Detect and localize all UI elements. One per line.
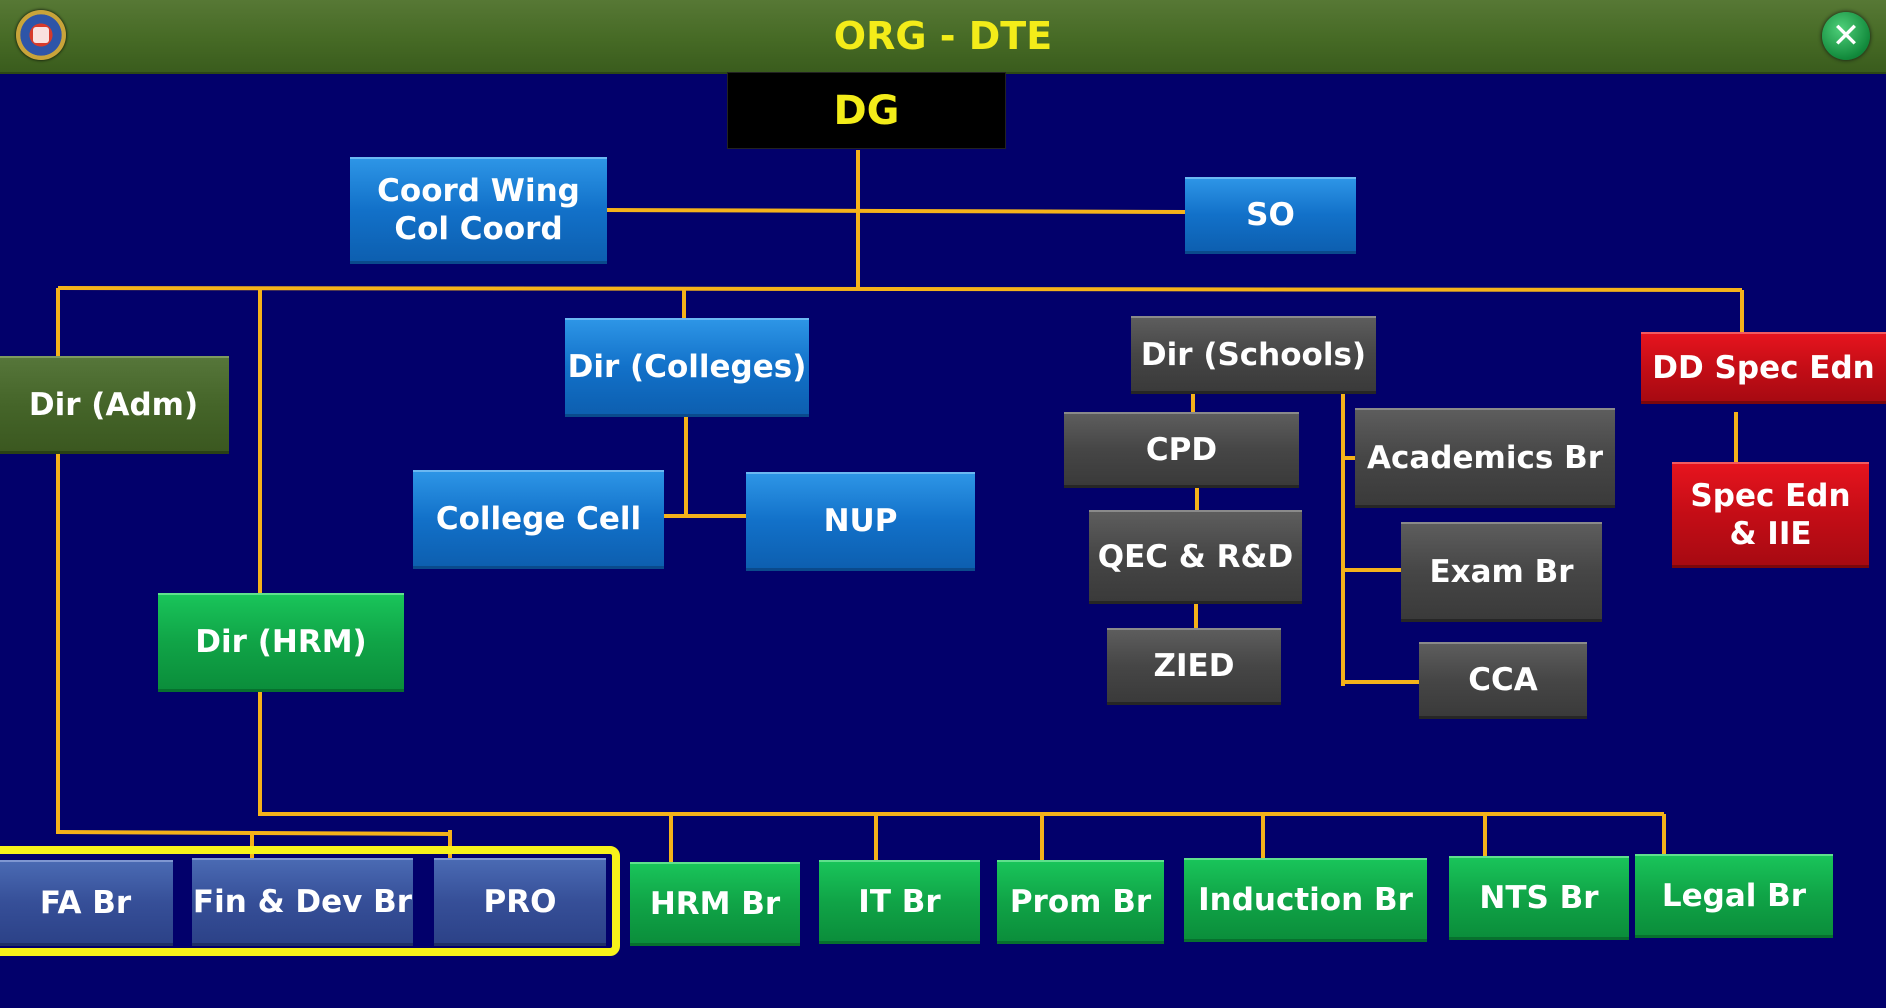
academics-br-label: Academics Br xyxy=(1367,439,1603,476)
cca-label: CCA xyxy=(1468,662,1538,698)
page-title: ORG - DTE xyxy=(833,14,1053,58)
dir-hrm-node[interactable]: Dir (HRM) xyxy=(158,593,404,692)
zied-node[interactable]: ZIED xyxy=(1107,628,1281,705)
it-br-label: IT Br xyxy=(858,883,941,920)
college-cell-node[interactable]: College Cell xyxy=(413,470,664,569)
dir-colleges-node[interactable]: Dir (Colleges) xyxy=(565,318,809,417)
spec-edn-iie-label: Spec Edn & IIE xyxy=(1690,477,1851,552)
spec-edn-iie-node[interactable]: Spec Edn & IIE xyxy=(1672,462,1869,568)
dir-schools-label: Dir (Schools) xyxy=(1140,336,1367,373)
qec-node[interactable]: QEC & R&D xyxy=(1089,510,1302,604)
title-bar: ORG - DTE ✕ xyxy=(0,0,1886,74)
zied-label: ZIED xyxy=(1153,648,1235,684)
dir-schools-node[interactable]: Dir (Schools) xyxy=(1131,316,1376,394)
so-label: SO xyxy=(1246,197,1295,233)
dg-label: DG xyxy=(833,87,900,134)
fa-br-node[interactable]: FA Br xyxy=(0,860,173,946)
dir-adm-label: Dir (Adm) xyxy=(28,386,199,423)
dd-spec-edn-node[interactable]: DD Spec Edn xyxy=(1641,332,1886,404)
induction-br-node[interactable]: Induction Br xyxy=(1184,858,1427,942)
nup-node[interactable]: NUP xyxy=(746,472,975,571)
cca-node[interactable]: CCA xyxy=(1419,642,1587,719)
pro-label: PRO xyxy=(483,883,557,920)
prom-br-node[interactable]: Prom Br xyxy=(997,860,1164,944)
exam-br-node[interactable]: Exam Br xyxy=(1401,522,1602,622)
nts-br-label: NTS Br xyxy=(1479,879,1599,916)
exam-br-label: Exam Br xyxy=(1429,553,1574,590)
dg-node[interactable]: DG xyxy=(727,72,1006,149)
hrm-br-label: HRM Br xyxy=(649,885,781,922)
emblem-logo-icon xyxy=(16,10,66,60)
fin-dev-br-label: Fin & Dev Br xyxy=(192,883,413,920)
fa-br-label: FA Br xyxy=(39,884,132,921)
college-cell-label: College Cell xyxy=(435,501,642,537)
nup-label: NUP xyxy=(823,503,898,539)
cpd-label: CPD xyxy=(1145,431,1218,468)
nts-br-node[interactable]: NTS Br xyxy=(1449,856,1629,940)
qec-label: QEC & R&D xyxy=(1097,538,1294,575)
legal-br-label: Legal Br xyxy=(1661,877,1807,914)
legal-br-node[interactable]: Legal Br xyxy=(1635,854,1833,938)
coord-wing-label: Coord Wing Col Coord xyxy=(377,173,580,247)
dir-adm-node[interactable]: Dir (Adm) xyxy=(0,356,229,454)
dir-colleges-label: Dir (Colleges) xyxy=(567,349,807,385)
academics-br-node[interactable]: Academics Br xyxy=(1355,408,1615,508)
cpd-node[interactable]: CPD xyxy=(1064,412,1299,488)
dd-spec-edn-label: DD Spec Edn xyxy=(1652,349,1875,386)
so-node[interactable]: SO xyxy=(1185,177,1356,254)
hrm-br-node[interactable]: HRM Br xyxy=(630,862,800,946)
finance-group-highlight xyxy=(0,846,620,956)
fin-dev-br-node[interactable]: Fin & Dev Br xyxy=(192,858,413,946)
pro-node[interactable]: PRO xyxy=(434,858,606,946)
dir-hrm-label: Dir (HRM) xyxy=(195,624,367,660)
prom-br-label: Prom Br xyxy=(1009,883,1152,920)
it-br-node[interactable]: IT Br xyxy=(819,860,980,944)
induction-br-label: Induction Br xyxy=(1198,881,1413,918)
close-emblem-icon[interactable]: ✕ xyxy=(1822,12,1870,60)
coord-wing-node[interactable]: Coord Wing Col Coord xyxy=(350,157,607,264)
